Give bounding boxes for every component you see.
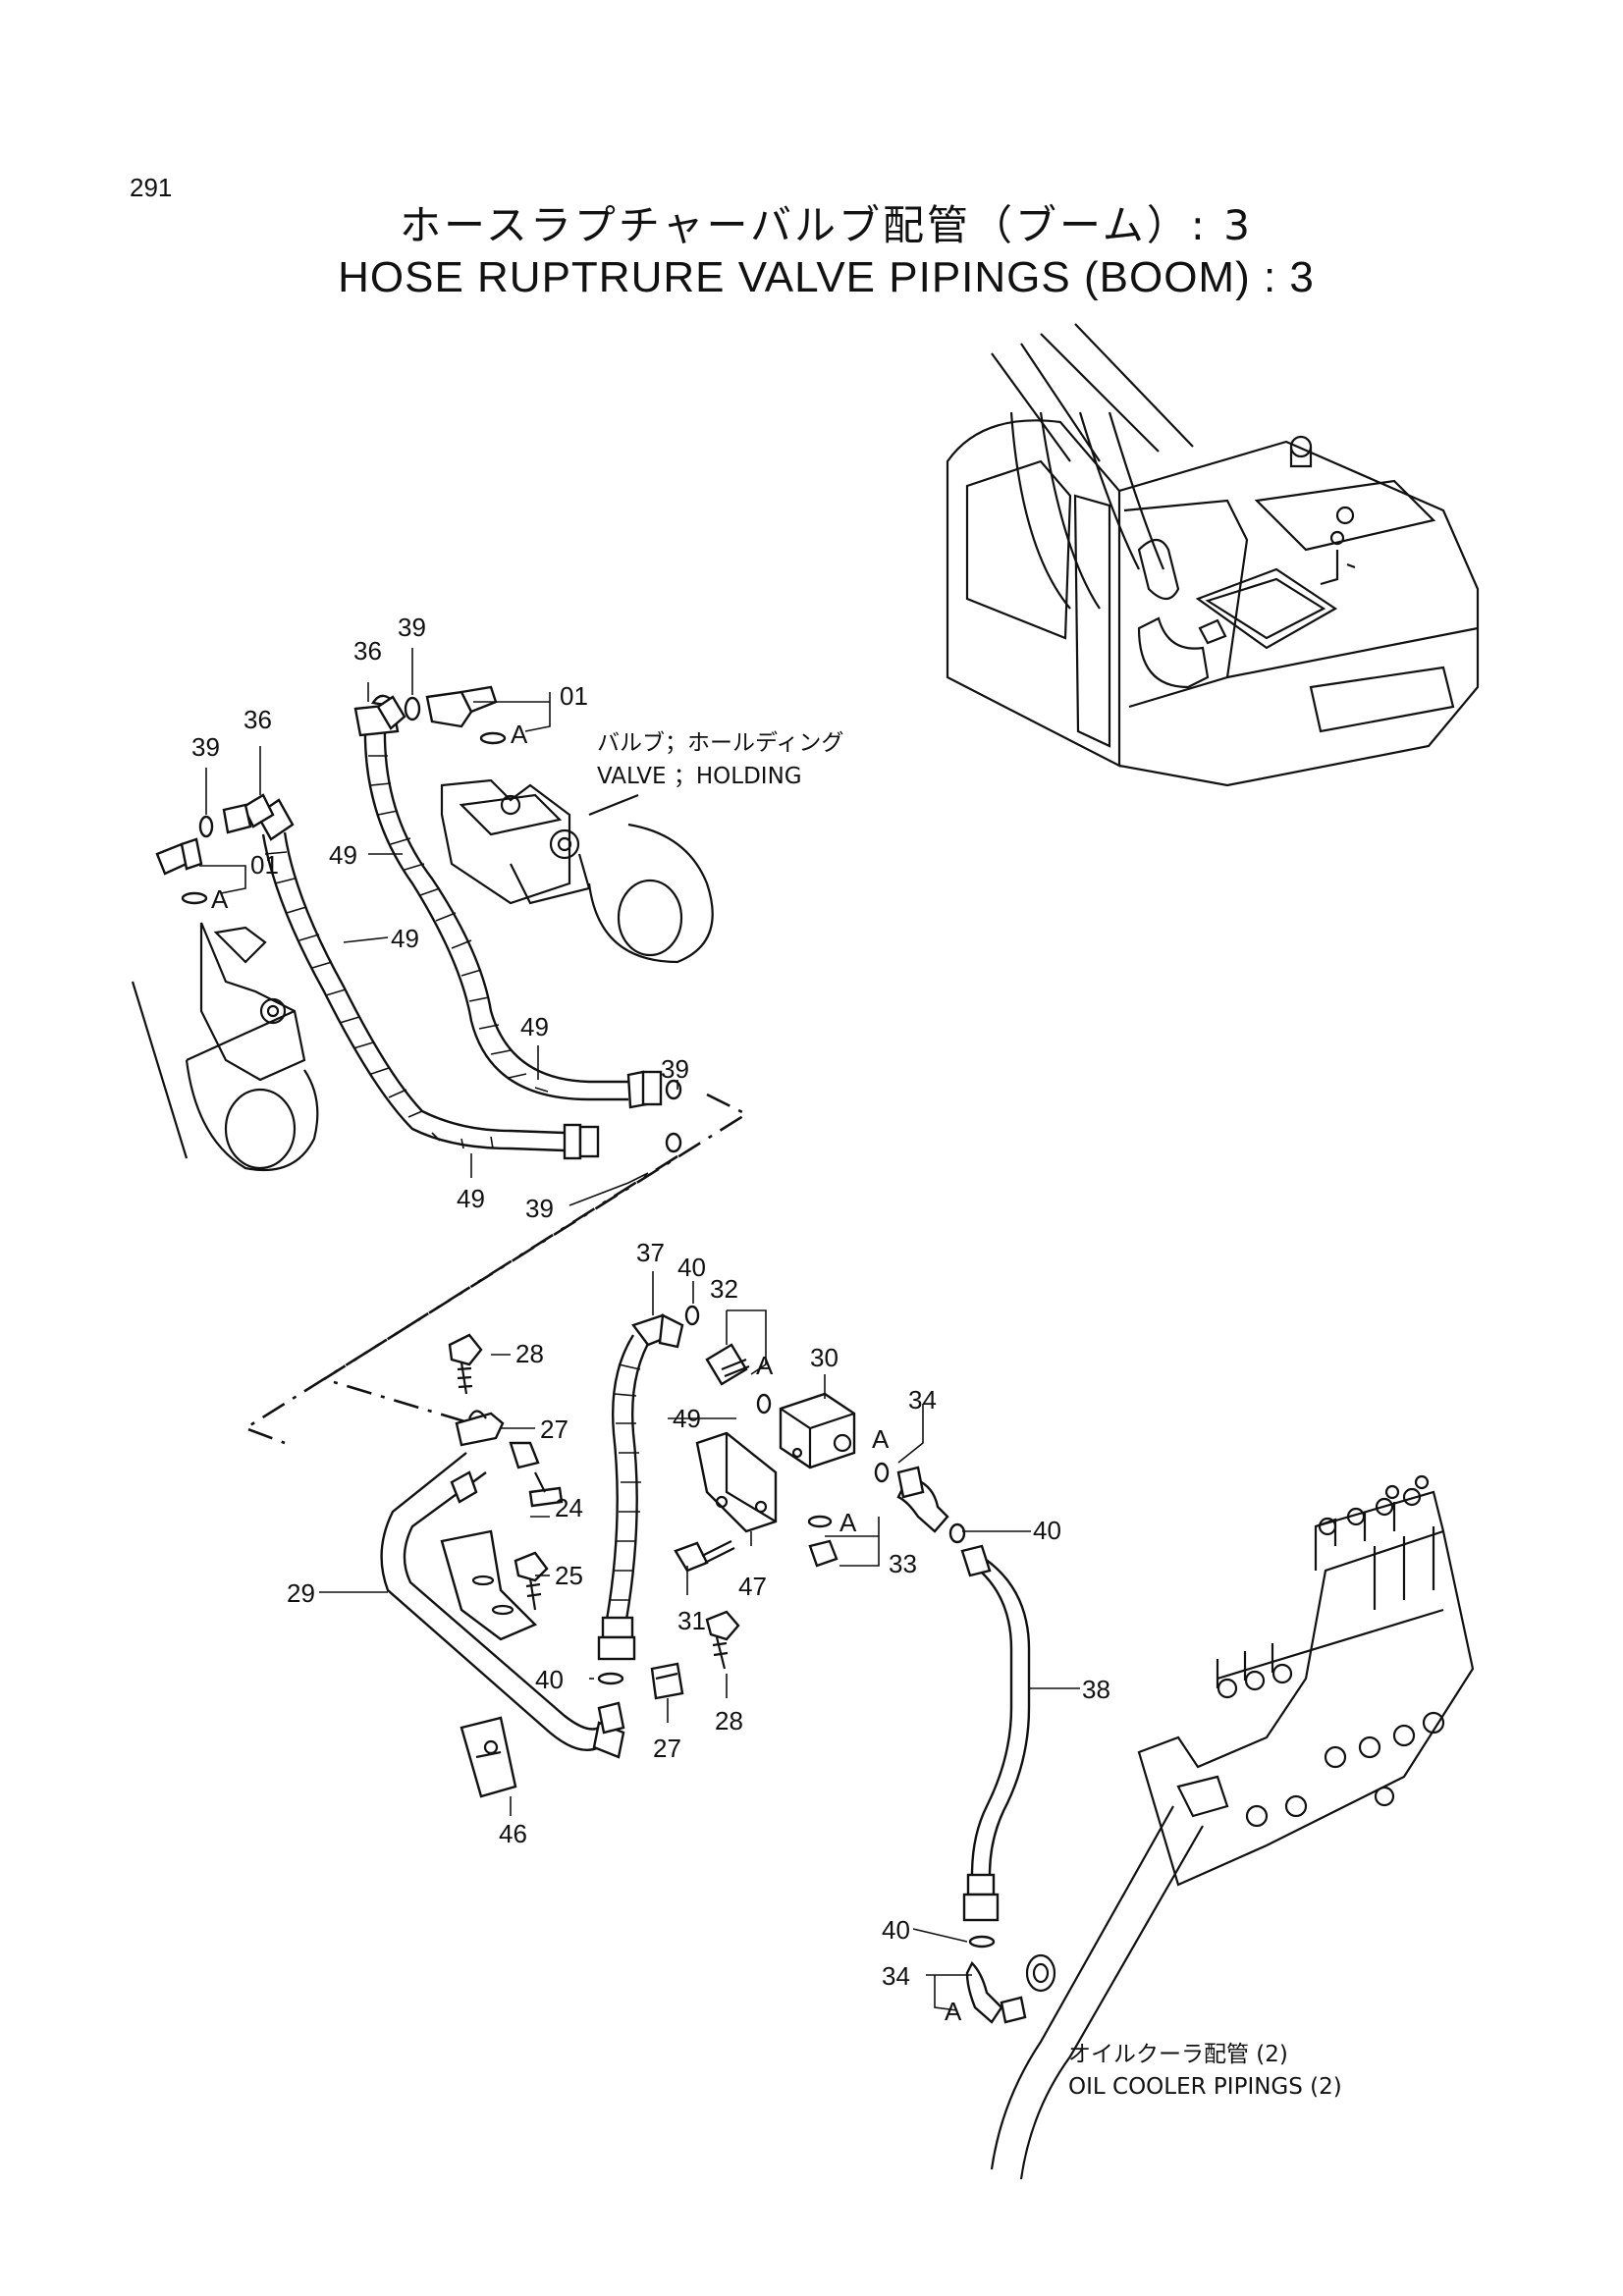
note-valve-holding-ja: バルブ；ホールディング (597, 730, 843, 756)
label-28-top: 28 (515, 1339, 544, 1368)
label-40-a: 40 (677, 1253, 706, 1282)
fittings-upper (155, 685, 682, 1153)
label-33: 33 (889, 1549, 917, 1578)
clamp-46 (460, 1716, 517, 1798)
label-37: 37 (636, 1238, 665, 1267)
label-a-34: A (872, 1424, 890, 1454)
bracket-47-31 (674, 1431, 778, 1573)
connection-line-left (243, 1093, 749, 1445)
oil-cooler-pipe-drawing (990, 1805, 1204, 2180)
label-24: 24 (555, 1493, 583, 1522)
label-47: 47 (738, 1572, 767, 1601)
pipe-38 (960, 1544, 1031, 2024)
label-01-left: 01 (250, 850, 279, 880)
control-valve-drawing (1137, 1474, 1475, 1887)
label-34-mid: 34 (908, 1385, 937, 1415)
label-39-left: 39 (191, 732, 220, 762)
title-english: HOSE RUPTRURE VALVE PIPINGS (BOOM) : 3 (338, 253, 1315, 301)
label-49-d: 49 (457, 1184, 485, 1213)
title-japanese: ホースラプチャーバルブ配管（ブーム）: 3 (399, 201, 1254, 249)
label-39-top: 39 (398, 613, 426, 642)
label-01-top: 01 (560, 681, 588, 711)
fitting-34-40-33 (807, 1462, 966, 1568)
label-40-b: 40 (1033, 1516, 1061, 1545)
label-a-top: A (511, 720, 528, 749)
label-28-bottom: 28 (715, 1706, 743, 1735)
label-49-c: 49 (520, 1012, 549, 1041)
label-27-top: 27 (540, 1415, 568, 1444)
label-36-left: 36 (243, 705, 272, 734)
clamp-and-bolt-28-27 (448, 1333, 505, 1447)
connection-line-right (320, 1154, 678, 1425)
label-34-bottom: 34 (882, 1961, 910, 1991)
hose-49-upper-left (242, 793, 600, 1160)
clamp-27-28-lower (650, 1610, 740, 1700)
label-31: 31 (677, 1606, 706, 1635)
label-40-c: 40 (535, 1665, 564, 1694)
holding-valve-right-drawing (440, 778, 714, 964)
note-oil-cooler-en: OIL COOLER PIPINGS (2) (1068, 2074, 1342, 2100)
note-valve-holding-en: VALVE ；HOLDING (597, 764, 802, 789)
label-46: 46 (499, 1819, 527, 1848)
excavator-overview-drawing (946, 323, 1480, 787)
leader-lines (199, 648, 1080, 2011)
label-36-top: 36 (353, 636, 382, 666)
page-number: 291 (130, 173, 173, 202)
label-29: 29 (287, 1578, 315, 1608)
hose-49-lower (597, 1313, 684, 1735)
label-30: 30 (810, 1343, 839, 1372)
part-labels: 39 36 01 A 39 36 01 A 49 49 49 39 49 39 … (191, 613, 1110, 2026)
label-38: 38 (1082, 1675, 1110, 1704)
pipe-29 (380, 1441, 625, 1759)
holding-valve-left-drawing (131, 922, 319, 1172)
label-27-bottom: 27 (653, 1734, 681, 1763)
note-oil-cooler-ja: オイルクーラ配管 (2) (1068, 2042, 1288, 2067)
label-a-32: A (756, 1351, 774, 1380)
label-40-d: 40 (882, 1915, 910, 1945)
label-a-bottom: A (945, 1997, 962, 2026)
fitting-32-40-30 (684, 1305, 856, 1469)
label-a-left: A (211, 884, 229, 914)
label-49-a: 49 (329, 840, 357, 870)
label-25: 25 (555, 1561, 583, 1590)
label-32: 32 (710, 1274, 738, 1304)
label-49-b: 49 (391, 924, 419, 953)
label-49-e: 49 (673, 1404, 701, 1433)
label-39-mid: 39 (661, 1054, 689, 1084)
label-a-33: A (839, 1508, 857, 1537)
bracket-24-25 (440, 1471, 564, 1641)
label-39-bottom: 39 (525, 1194, 554, 1223)
